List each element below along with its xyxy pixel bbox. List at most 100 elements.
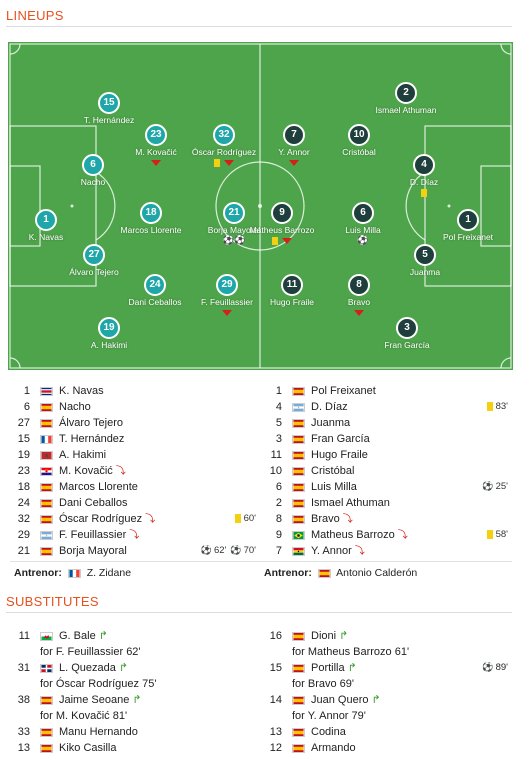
substitution-in-icon: ↱ bbox=[371, 694, 381, 706]
player-name: Álvaro Tejero bbox=[59, 417, 123, 429]
flag-icon bbox=[40, 451, 53, 460]
player-name: Dani Ceballos bbox=[128, 297, 182, 307]
flag-icon bbox=[292, 515, 305, 524]
replaced-player: for M. Kovačić 81' bbox=[40, 710, 128, 722]
flag-icon bbox=[40, 547, 53, 556]
player-name: L. Quezada↱ bbox=[59, 662, 129, 674]
pitch-markings bbox=[9, 43, 512, 369]
substitution-out-icon: ⤵ bbox=[342, 514, 353, 525]
shirt-number: 12 bbox=[269, 742, 282, 754]
shirt-number: 1 bbox=[35, 209, 57, 231]
shirt-number: 19 bbox=[98, 317, 120, 339]
player-name: Codina bbox=[311, 726, 346, 738]
substitution-out-icon: ⤵ bbox=[115, 466, 126, 477]
player-marks bbox=[362, 350, 452, 360]
player-name: Borja Mayoral bbox=[59, 545, 127, 557]
goal-ball-icon: ⚽ bbox=[200, 544, 212, 555]
lineups-title: LINEUPS bbox=[6, 8, 64, 23]
player-name: Luis Milla bbox=[345, 225, 381, 235]
event-time: 25' bbox=[495, 481, 508, 492]
shirt-number: 11 bbox=[270, 449, 282, 461]
away-coach-name: Antonio Calderón bbox=[336, 567, 418, 579]
replaced-player: for Y. Annor 79' bbox=[292, 710, 366, 722]
player-events: ⚽89' bbox=[478, 660, 508, 676]
substitution-out-icon: ⤵ bbox=[129, 530, 140, 541]
shirt-number: 19 bbox=[17, 449, 30, 461]
yellow-card-icon bbox=[272, 236, 278, 245]
away-coach: Antrenor: Antonio Calderón bbox=[264, 563, 417, 583]
divider bbox=[10, 561, 512, 562]
event-time: 58' bbox=[495, 529, 508, 540]
player-name: Matheus Barrozo⤵ bbox=[311, 527, 408, 544]
flag-icon bbox=[40, 483, 53, 492]
player-name: A. Hakimi bbox=[59, 449, 107, 461]
flag-icon bbox=[40, 467, 53, 476]
player-name: F. Feuillassier bbox=[201, 297, 253, 307]
shirt-number: 10 bbox=[348, 124, 370, 146]
shirt-number: 32 bbox=[17, 513, 30, 525]
goal-event: ⚽89' bbox=[482, 662, 508, 673]
player-events: ⚽25' bbox=[478, 479, 508, 495]
player-marks bbox=[48, 187, 138, 197]
player-name: Dioni↱ bbox=[311, 630, 349, 642]
flag-icon bbox=[40, 403, 53, 412]
yellow-card-icon bbox=[486, 529, 493, 539]
lineup-row[interactable]: 19 A. Hakimi bbox=[10, 447, 260, 463]
